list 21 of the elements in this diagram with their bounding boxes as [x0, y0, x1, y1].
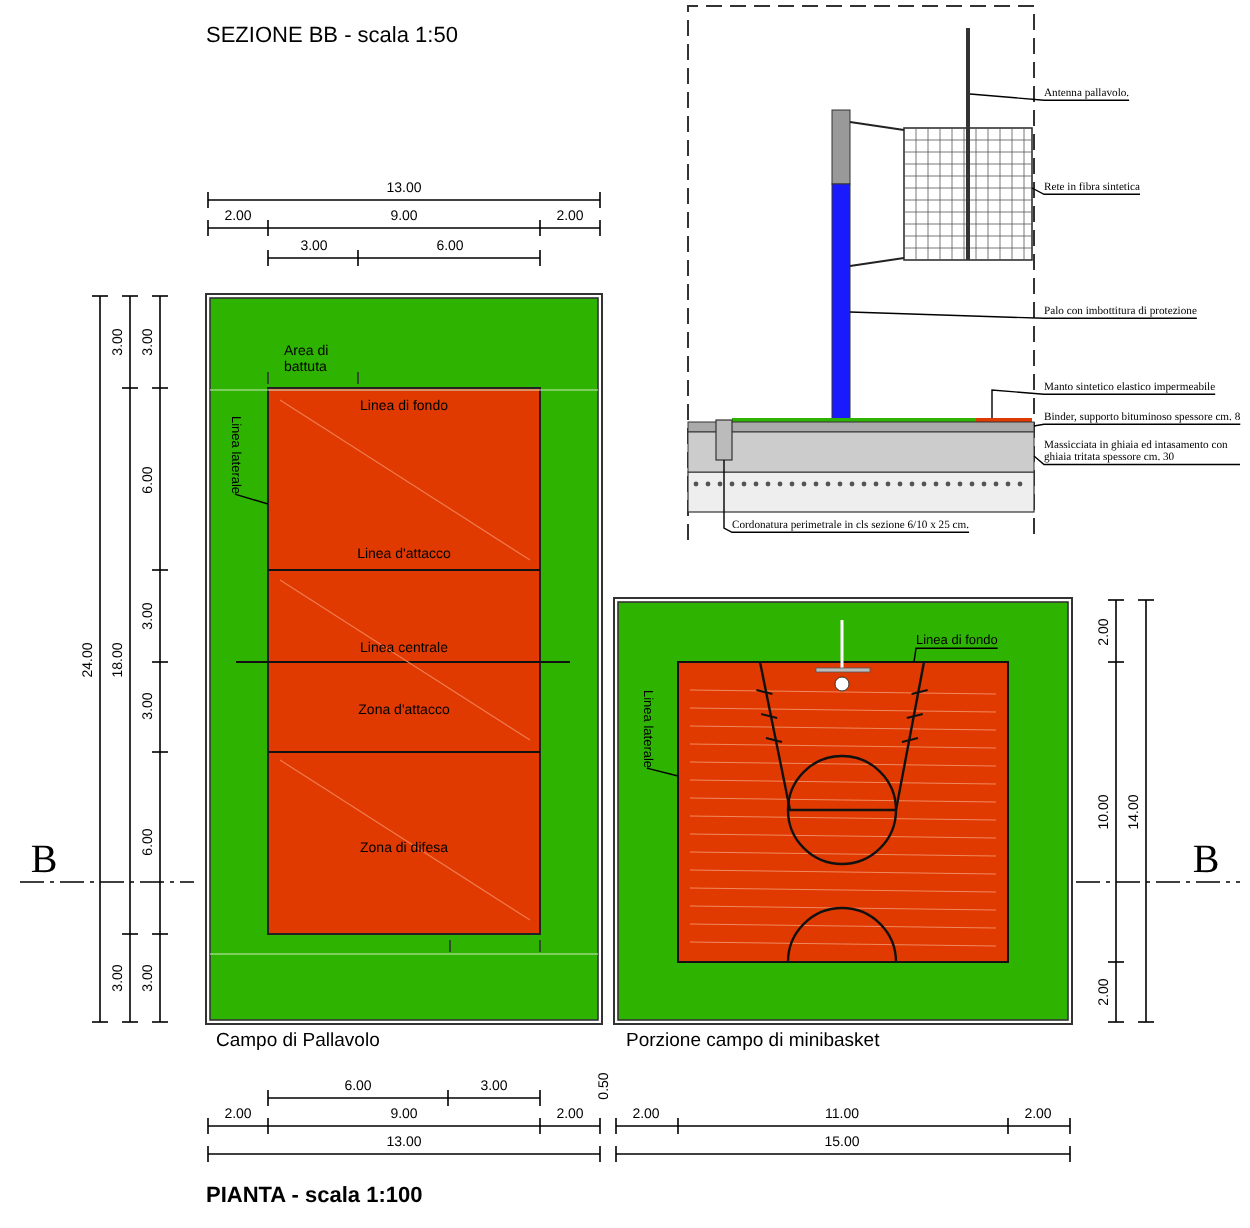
leader-line: [1031, 187, 1141, 195]
leader-line: [1033, 423, 1241, 427]
plan-caption: Campo di Pallavolo: [216, 1031, 380, 1053]
tension-cable: [849, 257, 905, 267]
section-mark: B: [30, 838, 58, 882]
leader-line: [991, 389, 1216, 419]
padded-post: [831, 109, 851, 421]
section-mark: B: [1192, 838, 1220, 882]
net-drawing: [903, 127, 1033, 261]
leader-line: [234, 493, 269, 505]
leader-line: [646, 767, 679, 777]
plan-caption: Porzione campo di minibasket: [626, 1031, 880, 1053]
leader-line: [913, 647, 999, 663]
leader-line: [969, 93, 1130, 101]
leader-line: [1033, 455, 1241, 466]
curb-block: [715, 419, 733, 461]
leader-line: [849, 311, 1198, 319]
leader-line: [723, 459, 970, 533]
gravel-layer: [687, 431, 1035, 473]
section-title: SEZIONE BB - scala 1:50: [206, 23, 458, 49]
plan-title: PIANTA - scala 1:100: [206, 1183, 423, 1209]
